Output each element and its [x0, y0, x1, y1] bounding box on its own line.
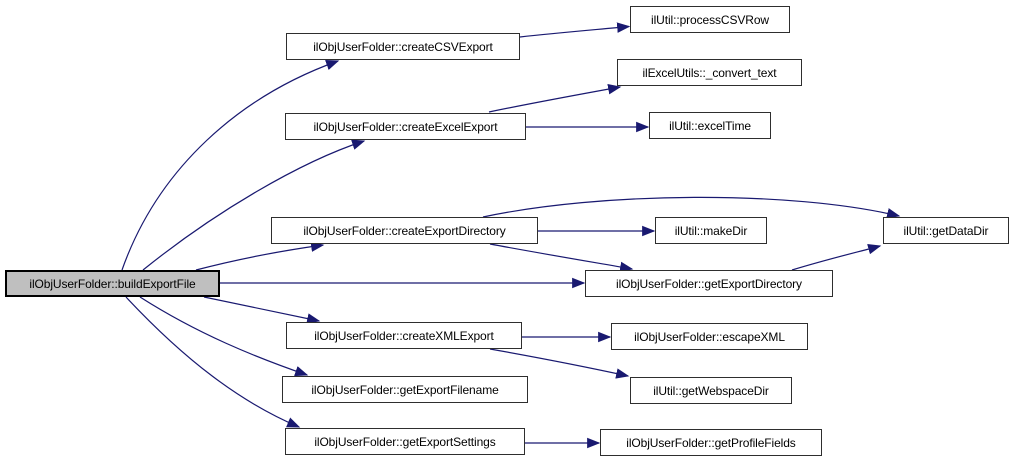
edge-createXMLExport-getWebspaceDir: [489, 348, 630, 379]
node-getWebspaceDir[interactable]: ilUtil::getWebspaceDir: [630, 377, 792, 404]
edge-createExportDirectory-getExportDirectory: [489, 243, 634, 273]
edge-buildExportFile-createExcelExport: [142, 139, 366, 271]
node-escapeXML[interactable]: ilObjUserFolder::escapeXML: [611, 323, 808, 350]
node-getDataDir[interactable]: ilUtil::getDataDir: [883, 217, 1009, 244]
node-createCSVExport[interactable]: ilObjUserFolder::createCSVExport: [286, 33, 520, 60]
edge-buildExportFile-getExportFilename: [139, 296, 309, 377]
edge-buildExportFile-getExportSettings: [125, 296, 301, 428]
node-getExportSettings[interactable]: ilObjUserFolder::getExportSettings: [285, 428, 525, 455]
node-getProfileFields[interactable]: ilObjUserFolder::getProfileFields: [600, 429, 822, 456]
edge-buildExportFile-createXMLExport: [203, 296, 321, 324]
node-createXMLExport[interactable]: ilObjUserFolder::createXMLExport: [286, 322, 522, 349]
node-createExcelExport[interactable]: ilObjUserFolder::createExcelExport: [285, 113, 526, 140]
edge-buildExportFile-createExportDirectory: [195, 241, 325, 271]
node-buildExportFile: ilObjUserFolder::buildExportFile: [5, 270, 220, 297]
edge-getExportDirectory-getDataDir: [791, 244, 882, 271]
node-processCSVRow[interactable]: ilUtil::processCSVRow: [630, 6, 790, 33]
node-getExportFilename[interactable]: ilObjUserFolder::getExportFilename: [282, 376, 528, 403]
node-convertText[interactable]: ilExcelUtils::_convert_text: [617, 59, 802, 86]
edge-createExcelExport-convertText: [488, 83, 622, 113]
edge-createCSVExport-processCSVRow: [519, 22, 631, 38]
node-createExportDirectory[interactable]: ilObjUserFolder::createExportDirectory: [271, 217, 538, 244]
node-excelTime[interactable]: ilUtil::excelTime: [649, 112, 771, 139]
node-getExportDirectory[interactable]: ilObjUserFolder::getExportDirectory: [585, 270, 833, 297]
node-makeDir[interactable]: ilUtil::makeDir: [655, 217, 767, 244]
edge-createExportDirectory-getDataDir: [482, 196, 901, 219]
